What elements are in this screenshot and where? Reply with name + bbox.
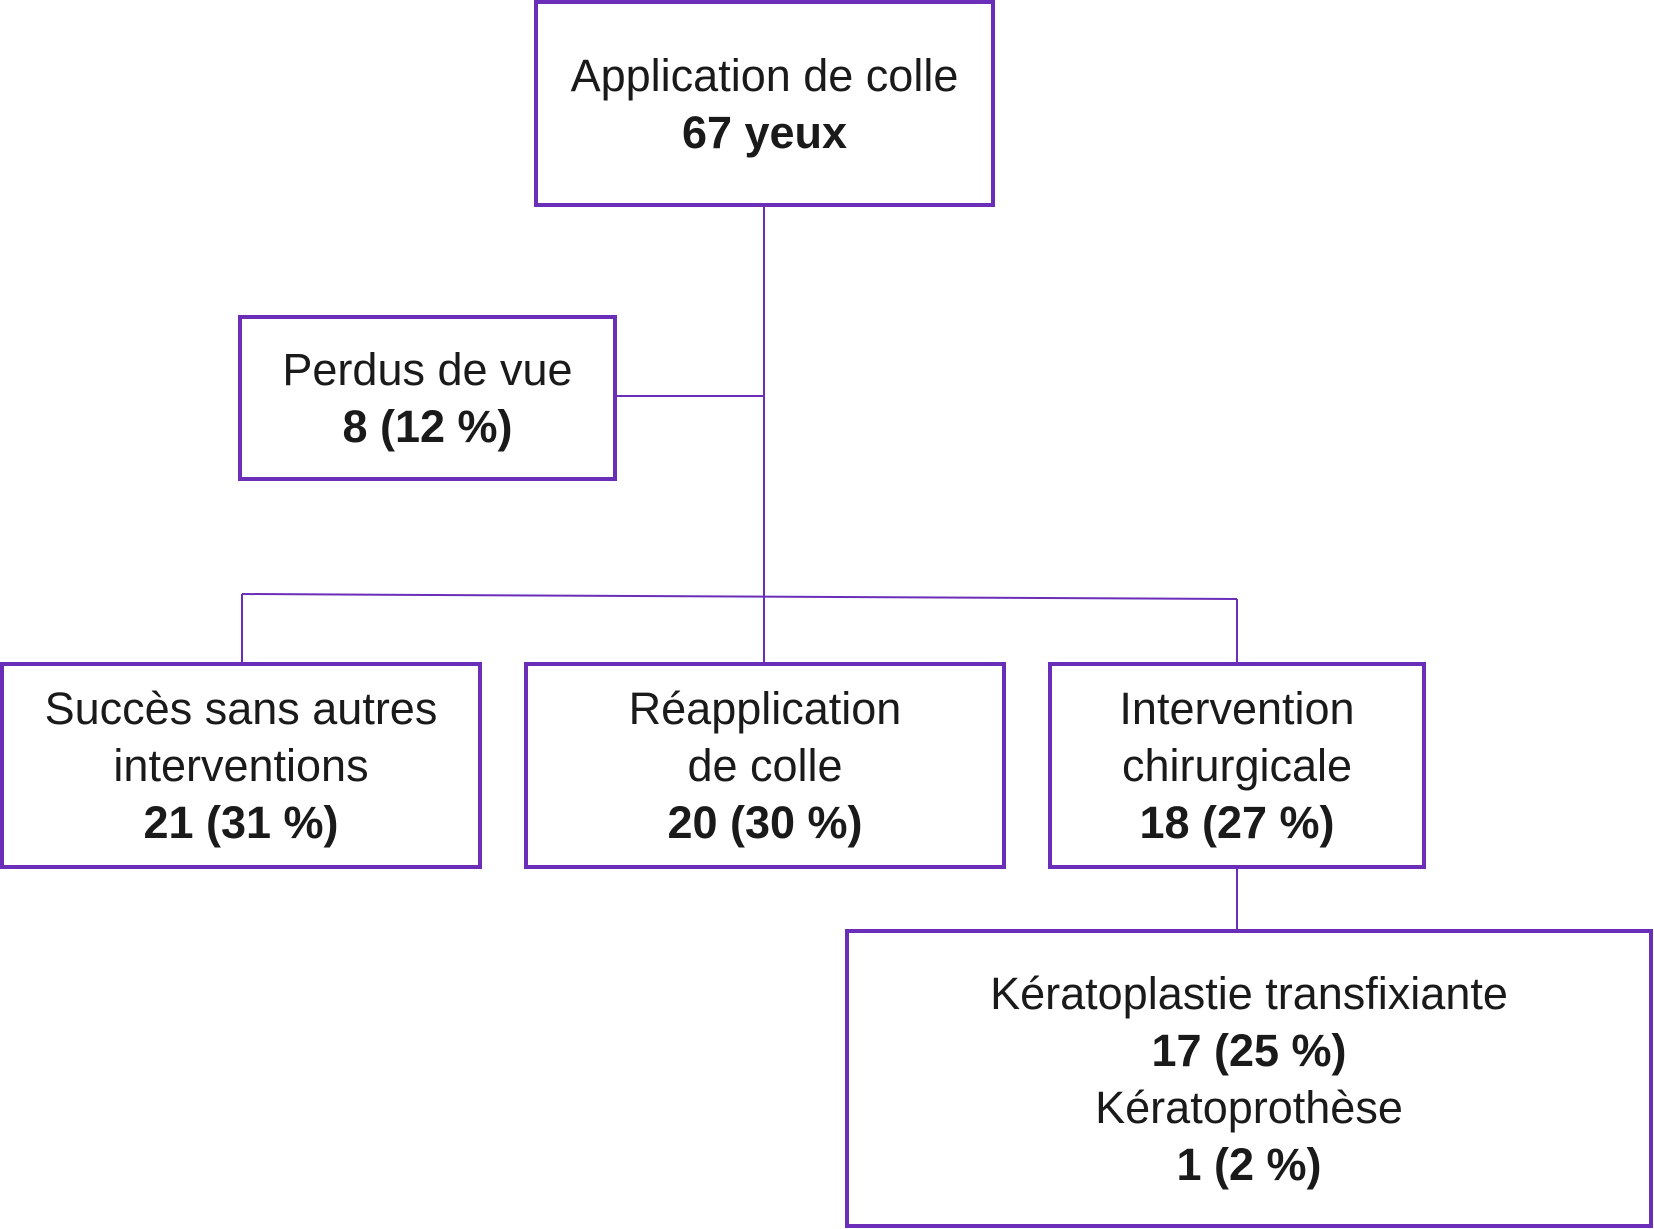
keratoprosthesis-value: 1 (2 %) (1176, 1138, 1322, 1190)
keratoprosthesis-label: Kératoprothèse (1095, 1081, 1403, 1133)
success-label-line2: interventions (113, 740, 369, 791)
root-value: 67 yeux (681, 106, 848, 158)
root-label: Application de colle (570, 49, 959, 101)
connector-horizontal-bar (241, 593, 1238, 600)
surgery-value: 18 (27 %) (1139, 797, 1335, 848)
success-label-line1: Succès sans autres (44, 683, 438, 734)
reapplication-label-line2: de colle (687, 740, 843, 791)
surgery-label-line1: Intervention (1119, 683, 1355, 734)
reapplication-label-line1: Réapplication (628, 683, 902, 734)
success-node: Succès sans autres interventions 21 (31 … (0, 662, 482, 869)
keratoplasty-value: 17 (25 %) (1151, 1024, 1347, 1076)
keratoplasty-label: Kératoplastie transfixiante (990, 967, 1508, 1019)
lost-to-follow-up-node: Perdus de vue 8 (12 %) (238, 315, 617, 481)
surgery-node: Intervention chirurgicale 18 (27 %) (1048, 662, 1426, 869)
root-node: Application de colle 67 yeux (534, 0, 995, 207)
surgery-label-line2: chirurgicale (1121, 740, 1353, 791)
lost-value: 8 (12 %) (342, 401, 513, 452)
reapplication-value: 20 (30 %) (667, 797, 863, 848)
reapplication-node: Réapplication de colle 20 (30 %) (524, 662, 1006, 869)
lost-label: Perdus de vue (282, 344, 573, 395)
success-value: 21 (31 %) (143, 797, 339, 848)
surgery-detail-node: Kératoplastie transfixiante 17 (25 %) Ké… (845, 929, 1653, 1228)
